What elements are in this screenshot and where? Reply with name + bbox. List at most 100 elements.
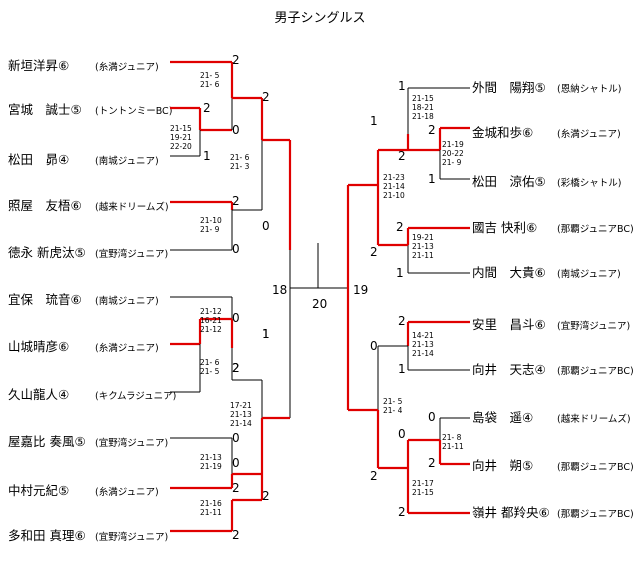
right-player-club: (彩橋シャトル) <box>557 177 621 189</box>
match-score-bottom: 1 <box>428 172 436 186</box>
left-player-name: 新垣洋昇⑥ <box>8 58 69 73</box>
game-score: 21- 3 <box>230 162 250 171</box>
game-score: 21-13 <box>200 453 222 462</box>
final-right-seed: 19 <box>353 283 368 297</box>
left-player-club: (トントンミーBC) <box>95 106 172 117</box>
game-score: 16-21 <box>200 316 222 325</box>
right-player-club: (那覇ジュニアBC) <box>557 366 634 377</box>
right-player-name: 金城和歩⑥ <box>472 125 533 140</box>
left-player-club: (糸満ジュニア) <box>95 342 159 354</box>
match-score-bottom: 1 <box>396 266 404 280</box>
right-player-name: 松田 涼佑⑤ <box>472 174 546 189</box>
right-player-club: (宜野湾ジュニア) <box>557 320 630 332</box>
match-score-top: 1 <box>398 79 406 93</box>
game-score: 21- 9 <box>442 158 462 167</box>
left-player-club: (宜野湾ジュニア) <box>95 531 168 543</box>
game-score: 21-13 <box>412 340 434 349</box>
game-score: 21-12 <box>200 307 222 316</box>
right-player-club: (那覇ジュニアBC) <box>557 224 634 235</box>
left-player-name: 久山龍人④ <box>8 387 69 402</box>
game-score: 21-12 <box>200 325 222 334</box>
game-score: 21-17 <box>412 479 434 488</box>
match-score-top: 0 <box>398 427 406 441</box>
game-score: 18-21 <box>412 103 434 112</box>
game-score: 21-16 <box>200 499 222 508</box>
game-score: 19-21 <box>170 133 192 142</box>
game-score: 21- 4 <box>383 406 403 415</box>
left-player-name: 宮城 誠士⑤ <box>8 102 82 117</box>
game-score: 21- 5 <box>200 71 220 80</box>
game-score: 14-21 <box>412 331 434 340</box>
match-score-top: 2 <box>428 123 436 137</box>
game-score: 21-15 <box>170 124 192 133</box>
match-score-bottom: 1 <box>398 362 406 376</box>
match-score-bottom: 2 <box>370 469 378 483</box>
game-score: 21- 5 <box>200 367 220 376</box>
left-player-name: 多和田 真理⑥ <box>8 528 86 543</box>
game-score: 21-10 <box>383 191 405 200</box>
match-score-bottom: 2 <box>398 505 406 519</box>
match-score-bottom: 2 <box>262 489 270 503</box>
match-score-top: 2 <box>203 101 211 115</box>
game-score: 21-18 <box>412 112 434 121</box>
right-player-name: 安里 昌斗⑥ <box>472 317 546 332</box>
match-score-top: 2 <box>262 90 270 104</box>
match-score-top: 2 <box>396 220 404 234</box>
right-player-club: (恩納シャトル) <box>557 83 621 95</box>
game-score: 21-13 <box>230 410 252 419</box>
left-player-club: (宜野湾ジュニア) <box>95 437 168 449</box>
game-score: 17-21 <box>230 401 252 410</box>
game-score: 21- 8 <box>442 433 462 442</box>
right-player-name: 島袋 遥④ <box>472 410 533 425</box>
game-score: 21-11 <box>442 442 464 451</box>
match-score-bottom: 2 <box>232 528 240 542</box>
left-player-name: 屋嘉比 奏風⑤ <box>8 434 86 449</box>
match-score-bottom: 2 <box>398 149 406 163</box>
match-score-bottom: 2 <box>370 245 378 259</box>
game-score: 21-14 <box>412 349 434 358</box>
match-score-bottom: 2 <box>232 361 240 375</box>
left-player-name: 山城晴彦⑥ <box>8 339 69 354</box>
right-player-name: 外間 陽翔⑤ <box>472 80 546 95</box>
left-player-club: (南城ジュニア) <box>95 155 159 167</box>
game-score: 21-14 <box>230 419 252 428</box>
match-score-bottom: 2 <box>232 361 240 375</box>
left-player-name: 松田 昴④ <box>8 152 69 167</box>
game-score: 21-19 <box>442 140 464 149</box>
left-player-club: (糸満ジュニア) <box>95 61 159 73</box>
game-score: 21- 6 <box>200 358 220 367</box>
match-score-top: 2 <box>398 314 406 328</box>
game-score: 21- 6 <box>230 153 250 162</box>
game-score: 21-15 <box>412 94 434 103</box>
game-score: 21- 9 <box>200 225 220 234</box>
left-player-club: (越来ドリームズ) <box>95 201 169 213</box>
match-score-bottom: 0 <box>232 242 240 256</box>
game-score: 21-14 <box>383 182 405 191</box>
left-player-name: 中村元紀⑤ <box>8 483 69 498</box>
match-score-top: 0 <box>428 410 436 424</box>
game-score: 21- 6 <box>200 80 220 89</box>
right-player-name: 内間 大貴⑥ <box>472 265 546 280</box>
match-score-top: 0 <box>232 311 240 325</box>
game-score: 21-11 <box>200 508 222 517</box>
left-player-club: (糸満ジュニア) <box>95 486 159 498</box>
match-score-bottom: 2 <box>428 456 436 470</box>
match-score-top: 1 <box>370 114 378 128</box>
match-score-top: 1 <box>262 327 270 341</box>
game-score: 21-19 <box>200 462 222 471</box>
right-player-name: 嶺井 都羚央⑥ <box>472 505 550 520</box>
right-player-club: (糸満ジュニア) <box>557 128 621 140</box>
left-player-club: (宜野湾ジュニア) <box>95 248 168 260</box>
game-score: 21-10 <box>200 216 222 225</box>
right-player-club: (那覇ジュニアBC) <box>557 509 634 520</box>
left-player-club: (キクムラジュニア) <box>95 391 176 402</box>
game-score: 21- 5 <box>383 397 403 406</box>
left-player-club: (南城ジュニア) <box>95 295 159 307</box>
game-score: 21-15 <box>412 488 434 497</box>
right-player-name: 國吉 快利⑥ <box>472 220 537 235</box>
final-center-label: 20 <box>312 297 327 311</box>
right-player-club: (南城ジュニア) <box>557 268 621 280</box>
match-score-top: 2 <box>232 53 240 67</box>
left-player-name: 徳永 新虎汰⑤ <box>8 245 86 260</box>
